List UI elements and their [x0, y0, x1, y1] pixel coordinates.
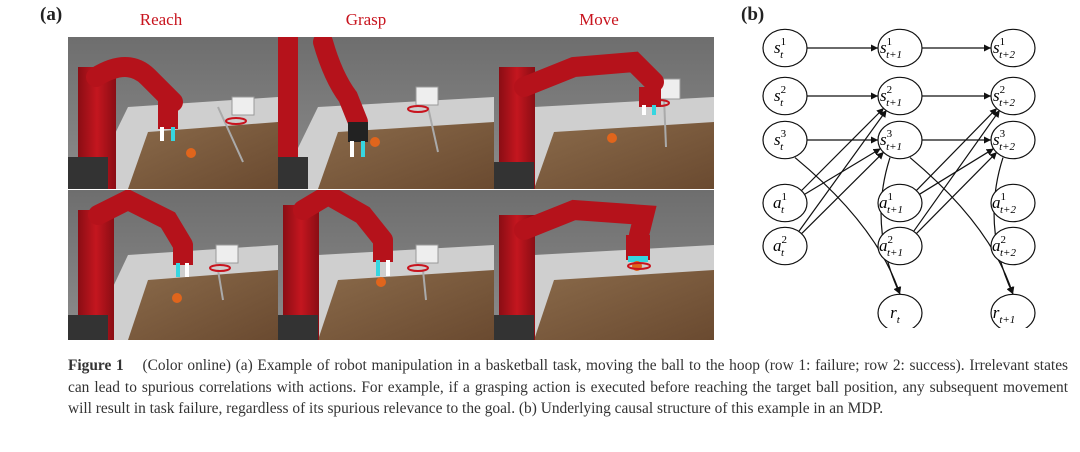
svg-text:s3t+1: s3t+1	[880, 128, 902, 153]
svg-text:s2t+1: s2t+1	[880, 84, 902, 109]
column-title-grasp: Grasp	[345, 10, 387, 29]
svg-text:s3t+2: s3t+2	[993, 128, 1016, 153]
node-r_t: rt	[877, 293, 923, 328]
svg-text:rt+1: rt+1	[993, 303, 1016, 326]
graph-edges	[794, 44, 1015, 295]
svg-text:a1t+2: a1t+2	[992, 191, 1016, 216]
svg-text:a1t: a1t	[773, 191, 787, 216]
column-title-reach: Reach	[139, 10, 183, 29]
scene-row2-move	[494, 190, 714, 340]
caption-label: Figure 1	[68, 357, 124, 374]
scene-row2-grasp	[278, 190, 494, 340]
svg-text:s1t: s1t	[774, 36, 786, 61]
svg-text:a2t: a2t	[773, 234, 787, 259]
panel-b-label: (b)	[741, 4, 765, 25]
svg-text:s1t+2: s1t+2	[993, 36, 1016, 61]
edge-a2_t-to-s2_t1	[797, 109, 888, 233]
svg-text:s1t+1: s1t+1	[880, 36, 902, 61]
scene-row1-reach	[68, 37, 278, 189]
svg-text:rt: rt	[890, 303, 901, 326]
svg-text:a1t+1: a1t+1	[879, 191, 903, 216]
edge-a2_t-to-s3_t1	[800, 151, 885, 235]
caption-text: (Color online) (a) Example of robot mani…	[68, 357, 1069, 417]
edge-a1_t-to-s2_t1	[800, 107, 885, 192]
edge-a2_t1-to-s3_t2	[915, 151, 998, 235]
node-r_t1: rt+1	[990, 293, 1036, 328]
edge-a1_t1-to-s2_t2	[915, 107, 998, 192]
edge-s3_t1-to-r_t	[880, 157, 901, 295]
svg-text:a2t+2: a2t+2	[992, 234, 1016, 259]
edge-s3_t2-to-r_t1	[993, 157, 1014, 295]
column-title-move: Move	[579, 10, 619, 29]
svg-text:s2t+2: s2t+2	[993, 84, 1016, 109]
figure-caption: Figure 1 (Color online) (a) Example of r…	[68, 355, 1068, 420]
svg-text:s3t: s3t	[774, 128, 787, 153]
edge-s3_t1-to-r_t1	[909, 157, 1015, 295]
edge-a2_t1-to-s2_t2	[912, 109, 1001, 233]
scene-row1-grasp	[278, 37, 494, 189]
panel-a-label: (a)	[40, 4, 63, 25]
svg-text:s2t: s2t	[774, 84, 786, 109]
edge-s3_t-to-r_t	[794, 157, 902, 295]
scene-row2-reach	[68, 190, 278, 340]
svg-text:a2t+1: a2t+1	[879, 234, 903, 259]
scene-row1-move	[494, 37, 714, 189]
